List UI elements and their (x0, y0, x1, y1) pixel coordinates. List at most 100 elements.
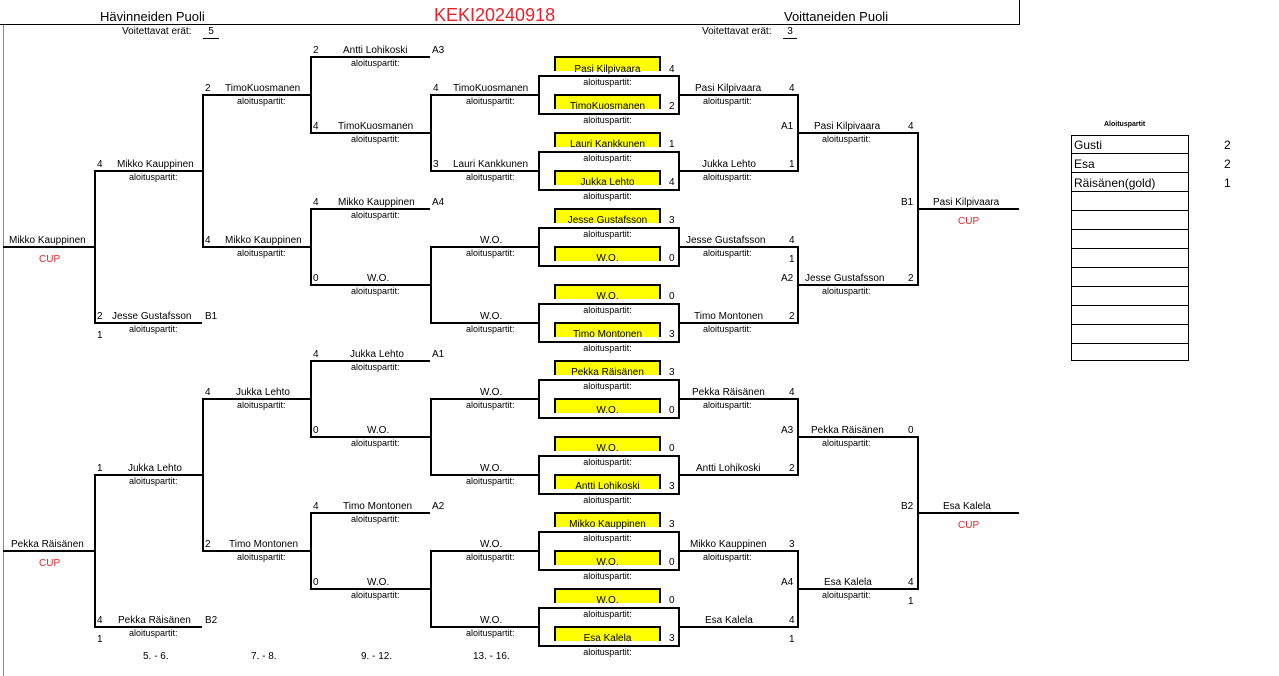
bracket-line (798, 132, 918, 134)
player-name[interactable]: Pasi Kilpivaara (933, 197, 1000, 208)
slot-player-name[interactable]: TimoKuosmanen (569, 101, 646, 112)
player-name[interactable]: Pekka Räisänen (118, 615, 191, 626)
start-label: aloituspartit: (822, 134, 871, 144)
slot-player-name[interactable]: Lauri Kankkunen (569, 139, 646, 150)
match-slot[interactable] (554, 284, 661, 299)
player-name[interactable]: Pekka Räisänen (11, 539, 84, 550)
slot-player-name[interactable]: W.O. (596, 405, 619, 416)
start-label: aloituspartit: (822, 590, 871, 600)
player-name[interactable]: Jukka Lehto (702, 159, 756, 170)
seed-mark: B2 (901, 501, 914, 512)
side-table-name[interactable]: Esa (1074, 157, 1095, 171)
score: 0 (669, 595, 675, 606)
match-slot[interactable] (554, 360, 661, 375)
score: 2 (205, 83, 211, 94)
player-name[interactable]: Mikko Kauppinen (9, 235, 86, 246)
player-name[interactable]: Mikko Kauppinen (117, 159, 194, 170)
slot-player-name[interactable]: Jukka Lehto (580, 177, 635, 188)
player-name[interactable]: TimoKuosmanen (453, 83, 529, 94)
player-name[interactable]: Jukka Lehto (128, 463, 182, 474)
start-label: aloituspartit: (583, 343, 632, 353)
player-name[interactable]: W.O. (480, 539, 503, 550)
match-slot[interactable] (554, 170, 661, 185)
player-name[interactable]: Esa Kalela (705, 615, 753, 626)
player-name[interactable]: Timo Montonen (343, 501, 413, 512)
score: 4 (789, 83, 795, 94)
match-slot[interactable] (554, 436, 661, 451)
bracket-line (3, 550, 94, 552)
slot-player-name[interactable]: Mikko Kauppinen (569, 519, 646, 530)
bracket-line (202, 94, 310, 96)
slot-player-name[interactable]: Antti Lohikoski (575, 481, 640, 492)
score: 0 (313, 577, 319, 588)
score: 3 (669, 481, 675, 492)
match-slot[interactable] (554, 94, 661, 109)
slot-player-name[interactable]: W.O. (596, 291, 619, 302)
player-name[interactable]: W.O. (367, 273, 390, 284)
seed-mark: A1 (781, 121, 794, 132)
player-name[interactable]: Mikko Kauppinen (225, 235, 302, 246)
match-slot[interactable] (554, 322, 661, 337)
bracket-line (918, 512, 1019, 514)
player-name[interactable]: Jukka Lehto (236, 387, 290, 398)
player-name[interactable]: W.O. (480, 615, 503, 626)
player-name[interactable]: Pasi Kilpivaara (814, 121, 881, 132)
match-slot[interactable] (554, 512, 661, 527)
player-name[interactable]: TimoKuosmanen (338, 121, 414, 132)
match-slot[interactable] (554, 56, 661, 71)
bracket-line (310, 56, 312, 134)
player-name[interactable]: Jesse Gustafsson (686, 235, 766, 246)
bracket-line (310, 512, 312, 590)
slot-player-name[interactable]: Esa Kalela (583, 633, 632, 644)
player-name[interactable]: Jukka Lehto (350, 349, 404, 360)
seed-mark: A3 (432, 45, 445, 56)
player-name[interactable]: Antti Lohikoski (343, 45, 408, 56)
start-label: aloituspartit: (237, 248, 286, 258)
player-name[interactable]: Esa Kalela (824, 577, 872, 588)
slot-player-name[interactable]: W.O. (596, 595, 619, 606)
player-name[interactable]: Timo Montonen (229, 539, 299, 550)
player-name[interactable]: Mikko Kauppinen (690, 539, 767, 550)
slot-player-name[interactable]: W.O. (596, 557, 619, 568)
match-slot[interactable] (554, 626, 661, 641)
player-name[interactable]: Esa Kalela (943, 501, 991, 512)
slot-player-name[interactable]: Timo Montonen (572, 329, 643, 340)
match-slot[interactable] (554, 132, 661, 147)
bracket-line (310, 284, 430, 286)
match-slot[interactable] (554, 550, 661, 565)
bracket-line (538, 493, 678, 495)
player-name[interactable]: TimoKuosmanen (225, 83, 301, 94)
side-table-name[interactable]: Räisänen(gold) (1074, 176, 1156, 190)
player-name[interactable]: Jesse Gustafsson (805, 273, 885, 284)
match-slot[interactable] (554, 398, 661, 413)
player-name[interactable]: W.O. (480, 463, 503, 474)
start-label: aloituspartit: (583, 305, 632, 315)
player-name[interactable]: Mikko Kauppinen (338, 197, 415, 208)
player-name[interactable]: Pekka Räisänen (692, 387, 765, 398)
player-name[interactable]: Lauri Kankkunen (453, 159, 529, 170)
player-name[interactable]: W.O. (480, 235, 503, 246)
player-name[interactable]: W.O. (367, 425, 390, 436)
player-name[interactable]: Jesse Gustafsson (112, 311, 192, 322)
player-name[interactable]: Pasi Kilpivaara (695, 83, 762, 94)
slot-player-name[interactable]: Pekka Räisänen (571, 367, 644, 378)
match-slot[interactable] (554, 474, 661, 489)
player-name[interactable]: Timo Montonen (694, 311, 764, 322)
player-name[interactable]: W.O. (480, 387, 503, 398)
side-table-name[interactable]: Gusti (1074, 138, 1103, 152)
player-name[interactable]: W.O. (367, 577, 390, 588)
match-slot[interactable] (554, 246, 661, 261)
start-label: aloituspartit: (351, 438, 400, 448)
player-name[interactable]: W.O. (480, 311, 503, 322)
slot-player-name[interactable]: Jesse Gustafsson (567, 215, 648, 226)
slot-player-name[interactable]: W.O. (596, 253, 619, 264)
slot-player-name[interactable]: W.O. (596, 443, 619, 454)
bracket-line (310, 436, 430, 438)
bracket-line (430, 246, 538, 248)
match-slot[interactable] (554, 588, 661, 603)
match-slot[interactable] (554, 208, 661, 223)
player-name[interactable]: Antti Lohikoski (696, 463, 761, 474)
bracket-line (678, 398, 798, 400)
player-name[interactable]: Pekka Räisänen (811, 425, 884, 436)
slot-player-name[interactable]: Pasi Kilpivaara (574, 64, 641, 75)
